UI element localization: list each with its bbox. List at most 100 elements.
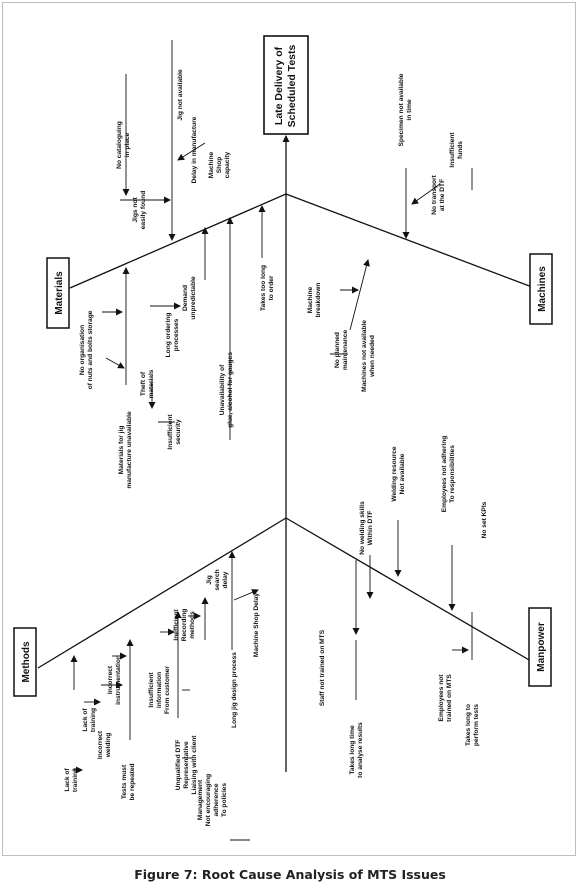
cause-demand-2: unpredictable	[190, 276, 197, 320]
category-materials-label: Materials	[54, 271, 65, 315]
materials-causes	[102, 40, 266, 440]
cause-jig-not-available: Jig not available	[177, 69, 184, 121]
cause-lack-training-b-1: Lack of	[82, 708, 89, 732]
cause-machine-breakdown-1: Machine	[307, 286, 314, 313]
cause-insuff-info-3: From customer	[164, 666, 171, 714]
cause-takes-perform-2: perform tests	[473, 704, 480, 746]
cause-welding-res-2: Not available	[399, 453, 406, 494]
category-manpower-label: Manpower	[536, 622, 547, 672]
category-methods-label: Methods	[21, 641, 32, 683]
cause-long-ordering-2: processes	[173, 318, 180, 351]
cause-jig-materials-2: manufacture unavailable	[126, 411, 133, 489]
cause-no-planned-1: No planned	[334, 332, 341, 368]
cause-employees-adhere-2: To responsibilities	[449, 445, 456, 503]
cause-machine-shop-cap-1: Machine	[208, 151, 215, 178]
cause-insuff-security-1: Insufficient	[167, 414, 174, 450]
cause-employees-adhere-1: Employees not adhering	[441, 436, 448, 513]
cause-management-1: Management	[197, 779, 204, 820]
bone-methods	[37, 517, 287, 669]
cause-takes-order-2: to order	[268, 275, 275, 300]
cause-lack-training-a-2: training	[72, 768, 79, 792]
cause-incorrect-instr-1: Incorrect	[107, 665, 114, 694]
category-materials: Materials	[46, 257, 70, 329]
methods-causes	[70, 551, 259, 841]
category-manpower: Manpower	[528, 607, 552, 687]
figure-frame	[2, 2, 576, 856]
cause-insuff-security-2: security	[175, 419, 182, 445]
cause-takes-order-1: Takes too long	[260, 265, 267, 311]
cause-jig-search-2: search	[214, 569, 221, 590]
cause-lack-training-b-2: training	[90, 708, 97, 732]
cause-no-org-2: of nuts and bolts storage	[87, 310, 94, 389]
cause-unqualified-3: Liaising with client	[191, 735, 198, 795]
cause-management-3: adherence	[213, 783, 220, 816]
effect-line1: Late Delivery of	[273, 46, 285, 125]
bone-manpower	[285, 517, 537, 665]
cause-staff-not-trained: Staff not trained on MTS	[319, 629, 326, 706]
cause-machine-shop-delay: Machine Shop Delay	[253, 593, 260, 657]
cause-inefficient-3: methods	[189, 611, 196, 639]
cause-machine-shop-cap-3: capacity	[224, 151, 231, 178]
cause-management-2: Not encouraging	[205, 774, 212, 826]
cause-no-transport-1: No transport	[431, 174, 438, 214]
cause-insuff-funds-1: Insufficient	[449, 132, 456, 168]
cause-takes-analyse-1: Takes long time	[349, 725, 356, 775]
cause-no-welding-1: No welding skills	[359, 501, 366, 555]
category-machines: Machines	[529, 253, 553, 325]
bone-materials	[69, 193, 287, 289]
cause-employees-trained-2: trained on MTS	[446, 674, 453, 722]
cause-unavail-glue-2: glue, alcohol for gauges	[227, 352, 234, 428]
cause-inefficient-2: Recording	[181, 609, 188, 642]
cause-inefficient-1: Inefficient	[173, 609, 180, 641]
cause-machines-na-2: when needed	[369, 335, 376, 378]
cause-specimen-1: Specimen not available	[398, 73, 405, 146]
cause-no-welding-2: Within DTF	[367, 511, 374, 546]
cause-jig-search-1: Jig	[206, 575, 213, 585]
fishbone-diagram: Late Delivery of Scheduled Tests Materia…	[13, 35, 553, 841]
figure-caption: Figure 7: Root Cause Analysis of MTS Iss…	[134, 867, 446, 882]
effect-box: Late Delivery of Scheduled Tests	[263, 35, 309, 135]
cause-unavail-glue-1: Unavailability of	[219, 364, 226, 415]
cause-specimen-2: in time	[406, 99, 413, 121]
cause-incorrect-instr-2: instrumentation	[115, 655, 122, 705]
cause-unqualified-2: Representative	[183, 741, 190, 789]
cause-takes-perform-1: Takes long to	[465, 704, 472, 746]
machines-causes	[330, 168, 473, 355]
cause-tests-repeated-1: Tests must	[121, 764, 128, 799]
cause-machine-breakdown-2: breakdown	[315, 283, 322, 318]
cause-machines-na-1: Machines not available	[361, 320, 368, 392]
cause-takes-analyse-2: to analyse results	[357, 722, 364, 778]
cause-jigs-not-found-2: easily found	[140, 191, 147, 229]
cause-insuff-funds-2: funds	[457, 141, 464, 159]
cause-insuff-info-1: Insufficient	[148, 672, 155, 708]
cause-jig-materials-1: Materials for jig	[118, 426, 125, 475]
cause-incorrect-weld-2: welding	[105, 733, 112, 759]
cause-unqualified-1: Unqualified DTF	[175, 740, 182, 791]
cause-no-catalogue-1: No cataloguing	[116, 121, 123, 169]
cause-jig-search-3: delay	[222, 571, 229, 588]
category-methods: Methods	[13, 627, 37, 697]
cause-long-ordering-1: Long ordering	[165, 313, 172, 358]
cause-no-transport-2: at the DTF	[439, 179, 446, 211]
cause-theft-2: materials	[148, 369, 155, 398]
cause-tests-repeated-2: be repeated	[129, 763, 136, 800]
cause-machine-shop-cap-2: Shop	[216, 157, 223, 173]
cause-demand-1: Demand	[182, 285, 189, 311]
category-machines-label: Machines	[537, 266, 548, 312]
cause-no-kpis: No set KPIs	[481, 501, 488, 538]
cause-lack-training-a-1: Lack of	[64, 768, 71, 792]
cause-welding-res-1: Welding resource	[391, 446, 398, 502]
cause-employees-trained-1: Employees not	[438, 674, 445, 722]
cause-jigs-not-found-1: Jigs not	[132, 197, 139, 223]
effect-line2: Scheduled Tests	[286, 45, 298, 128]
cause-no-org-1: No organisation	[79, 325, 86, 375]
cause-insuff-info-2: information	[156, 672, 163, 708]
cause-theft-1: Theft of	[140, 371, 147, 396]
manpower-causes	[352, 520, 473, 700]
cause-no-planned-2: maintenance	[342, 330, 349, 371]
bone-machines	[285, 193, 541, 291]
cause-delay-manufacture: Delay in manufacture	[191, 116, 198, 183]
cause-management-4: To policies	[221, 783, 228, 817]
cause-incorrect-weld-1: Incorrect	[97, 730, 104, 759]
cause-long-jig-design: Long jig design process	[231, 652, 238, 728]
